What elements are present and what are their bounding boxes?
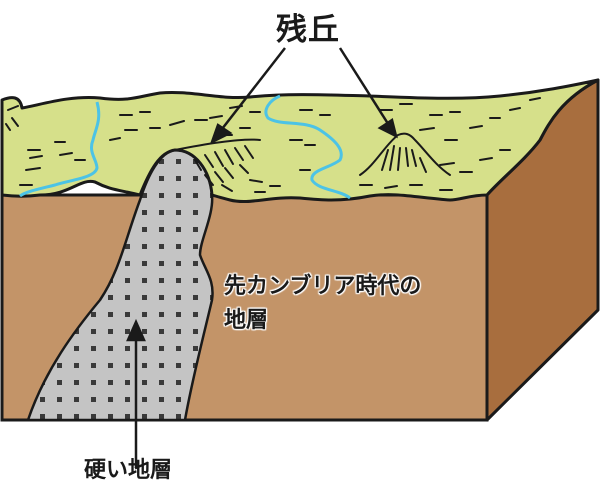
monadnock-label: 残丘 (276, 12, 340, 48)
river-middle (264, 94, 351, 200)
monadnock-right (359, 132, 451, 176)
river-left (19, 101, 101, 198)
precambrian-strata-label-line2: 地層 (224, 308, 269, 333)
precambrian-strata-label-line1: 先カンブリア時代の (224, 274, 422, 299)
precambrian-strata-label: 先カンブリア時代の 地層 (224, 270, 421, 338)
arrow-icon (126, 47, 398, 468)
monadnock-left (174, 138, 261, 192)
hard-strata-label: 硬い地層 (84, 458, 173, 483)
surface-texture (5, 97, 541, 193)
